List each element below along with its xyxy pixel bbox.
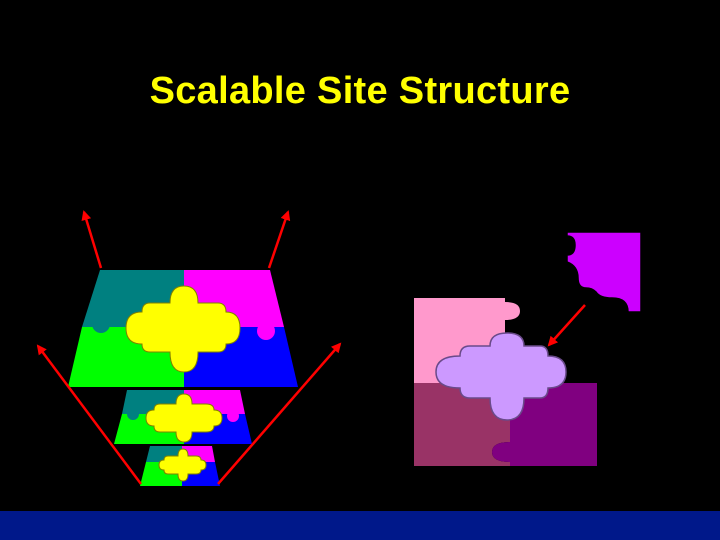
scaling-arrows: [36, 210, 342, 485]
medium-puzzle-layer: [114, 390, 252, 444]
slide-title: Scalable Site Structure: [149, 70, 571, 112]
arrow-piece-separating: [547, 304, 586, 347]
arrow-lower-right: [217, 342, 342, 485]
small-puzzle-layer: [140, 446, 220, 486]
footer-bar: [0, 511, 720, 540]
large-puzzle-layer: [68, 270, 298, 387]
puzzle-piece-yellow-center: [125, 285, 241, 373]
exploded-puzzle: [414, 231, 642, 466]
puzzle-piece-violet-separated: [566, 231, 642, 313]
puzzle-piece-plum: [414, 383, 510, 466]
arrow-upper-left: [81, 210, 103, 269]
arrow-lower-left: [36, 344, 143, 485]
arrow-upper-right: [267, 210, 291, 269]
puzzle-piece-lavender-center: [435, 332, 567, 421]
